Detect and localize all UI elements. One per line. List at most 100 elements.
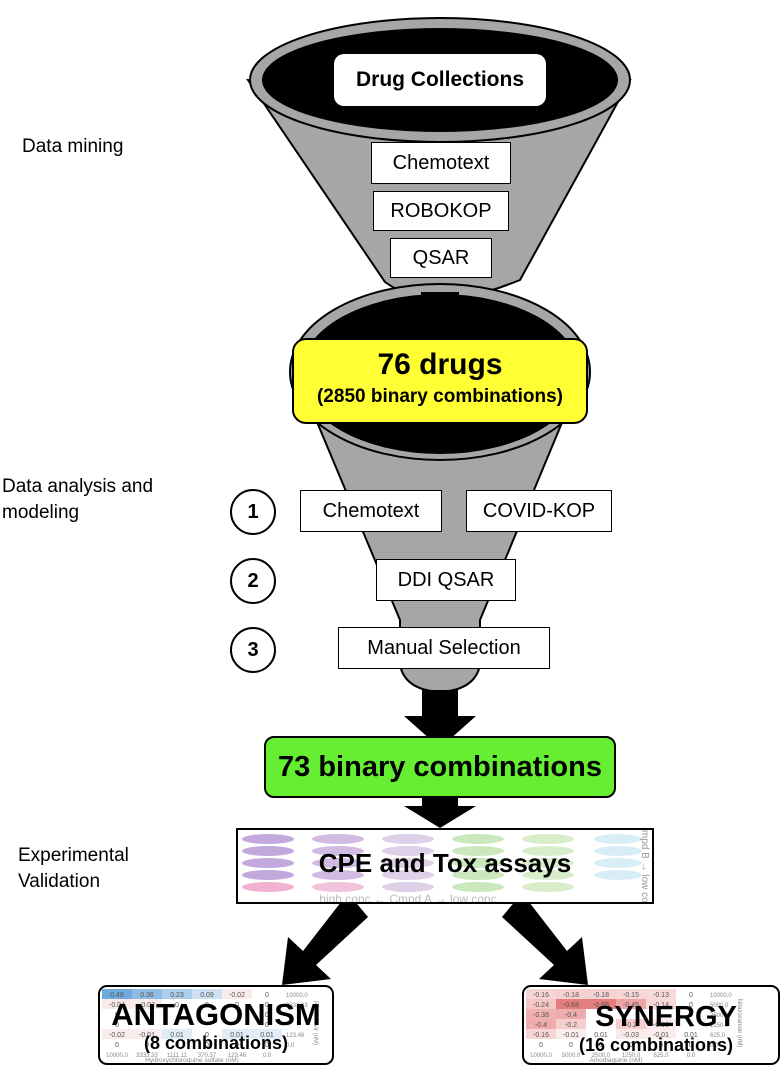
heatmap-cell — [676, 989, 706, 999]
assay-wells: high conc ← Cmpd A → low conc Cmpd B → l… — [242, 830, 650, 904]
heatmap-cell — [616, 989, 646, 999]
heatmap-cell — [526, 989, 556, 999]
heatmap-cell — [102, 1029, 132, 1039]
arrow-down-3 — [404, 797, 476, 828]
antagonism-subtitle: (8 combinations) — [143, 1033, 288, 1053]
heatmap-cell — [102, 999, 132, 1009]
heatmap-cell-value: 0 — [115, 1022, 119, 1029]
assay-side-text: Cmpd B → low conc — [639, 830, 650, 904]
heatmap-cell-value: -0.68 — [563, 1002, 579, 1009]
heatmap-cell-value: 0 — [689, 1012, 693, 1019]
heatmap-x-tick: 10000.0 — [530, 1053, 552, 1059]
heatmap-cell — [616, 1019, 646, 1029]
synergy-title: SYNERGY — [595, 1001, 737, 1033]
heatmap-cell-value: -0.01 — [139, 1032, 155, 1039]
heatmap-cell-value: -0.14 — [653, 1002, 669, 1009]
heatmap-cell-value: -0.2 — [625, 1022, 637, 1029]
heatmap-cell-value: -0.38 — [533, 1012, 549, 1019]
heatmap-cell-value: 0 — [115, 1012, 119, 1019]
heatmap-cell — [646, 999, 676, 1009]
heatmap-cell — [616, 1039, 646, 1049]
heatmap-cell — [616, 1009, 646, 1019]
heatmap-cell — [192, 1039, 222, 1049]
heatmap-cell — [646, 1029, 676, 1039]
heatmap-cell — [192, 1009, 222, 1019]
drugs-box: 76 drugs (2850 binary combinations) — [292, 338, 588, 424]
heatmap-cell — [222, 1019, 252, 1029]
heatmap-cell-value: 0 — [689, 1022, 693, 1029]
heatmap-y-tick: 0.0 — [286, 1043, 295, 1049]
heatmap-cell — [556, 989, 586, 999]
arrow-down-2 — [404, 690, 476, 748]
heatmap-cell — [162, 1019, 192, 1029]
heatmap-cell-value: 0 — [235, 1002, 239, 1009]
heatmap-cell-value: 0.01 — [260, 1032, 274, 1039]
heatmap-cell — [556, 1009, 586, 1019]
heatmap-x-tick: 0.0 — [687, 1053, 696, 1059]
step-1-covid-kop: COVID-KOP — [466, 490, 612, 532]
heatmap-cell — [162, 1039, 192, 1049]
combinations-box: 73 binary combinations — [264, 736, 616, 798]
heatmap-cell — [252, 1009, 282, 1019]
heatmap-cell — [222, 989, 252, 999]
heatmap-cell — [586, 999, 616, 1009]
heatmap-cell — [132, 989, 162, 999]
heatmap-cell — [646, 1019, 676, 1029]
heatmap-cell — [222, 1009, 252, 1019]
heatmap-cell — [192, 989, 222, 999]
heatmap-cell — [616, 1029, 646, 1039]
heatmap-cell — [102, 1009, 132, 1019]
source-chemotext: Chemotext — [371, 142, 511, 184]
heatmap-x-tick: 10000.0 — [106, 1053, 128, 1059]
heatmap-cell — [222, 1029, 252, 1039]
heatmap-x-tick: 5000.0 — [562, 1053, 581, 1059]
arrow-diag-left — [282, 893, 368, 985]
heatmap-cell-value: 0.01 — [230, 1032, 244, 1039]
heatmap-x-label: Amodiaquine (nM) — [589, 1057, 642, 1063]
heatmap-cell — [676, 1039, 706, 1049]
heatmap-cell-value: 0.09 — [200, 992, 214, 999]
heatmap-y-tick: 1250.0 — [710, 1023, 729, 1029]
heatmap-y-tick: 0.0 — [710, 1043, 719, 1049]
heatmap-cell — [616, 999, 646, 1009]
heatmap-cell-value: 0 — [205, 1042, 209, 1049]
heatmap-cell-value: 0 — [265, 1012, 269, 1019]
step-1-badge: 1 — [230, 489, 276, 535]
heatmap-cell-value: -0.03 — [653, 1022, 669, 1029]
heatmap-cell-value: 0.01 — [684, 1032, 698, 1039]
heatmap-cell — [586, 1019, 616, 1029]
heatmap-x-label: Hydroxychloroquine sulfate (nM) — [145, 1057, 239, 1063]
step-3-manual-selection: Manual Selection — [338, 627, 550, 669]
assay-bottom-text: high conc ← Cmpd A → low conc — [319, 892, 496, 904]
heatmap-cell-value: 0 — [265, 1042, 269, 1049]
heatmap-cell-value: 0 — [115, 1042, 119, 1049]
heatmap-cell-value: 0 — [175, 1002, 179, 1009]
heatmap-cell-value: 0 — [629, 1042, 633, 1049]
heatmap-cell — [192, 1029, 222, 1039]
heatmap-cell-value: -0.16 — [533, 992, 549, 999]
stage-label-experimental: Experimental Validation — [18, 845, 129, 892]
assay-title: CPE and Tox assays — [318, 848, 572, 878]
heatmap-cell — [556, 999, 586, 1009]
heatmap-cell — [556, 1019, 586, 1029]
heatmap-cell — [586, 1009, 616, 1019]
heatmap-cell — [132, 1019, 162, 1029]
heatmap-x-tick: 1111.11 — [167, 1053, 188, 1059]
heatmap-y-tick: 625.0 — [710, 1033, 726, 1039]
heatmap-cell — [252, 989, 282, 999]
heatmap-cell — [162, 999, 192, 1009]
heatmap-cell-value: -0.01 — [653, 1032, 669, 1039]
heatmap-cell-value: 0 — [689, 992, 693, 999]
heatmap-cell-value: 0 — [145, 1042, 149, 1049]
heatmap-cell-value: 0 — [265, 1002, 269, 1009]
heatmap-y-tick: 3333.33 — [286, 1003, 308, 1009]
heatmap-cell — [526, 1009, 556, 1019]
heatmap-cell-value: 0 — [599, 1042, 603, 1049]
heatmap-cell — [646, 1039, 676, 1049]
heatmap-cell-value: 0 — [689, 1042, 693, 1049]
heatmap-cell-value: 0.36 — [140, 992, 154, 999]
heatmap-x-tick: 0.0 — [263, 1053, 272, 1059]
drugs-subtitle: (2850 binary combinations) — [316, 386, 563, 407]
